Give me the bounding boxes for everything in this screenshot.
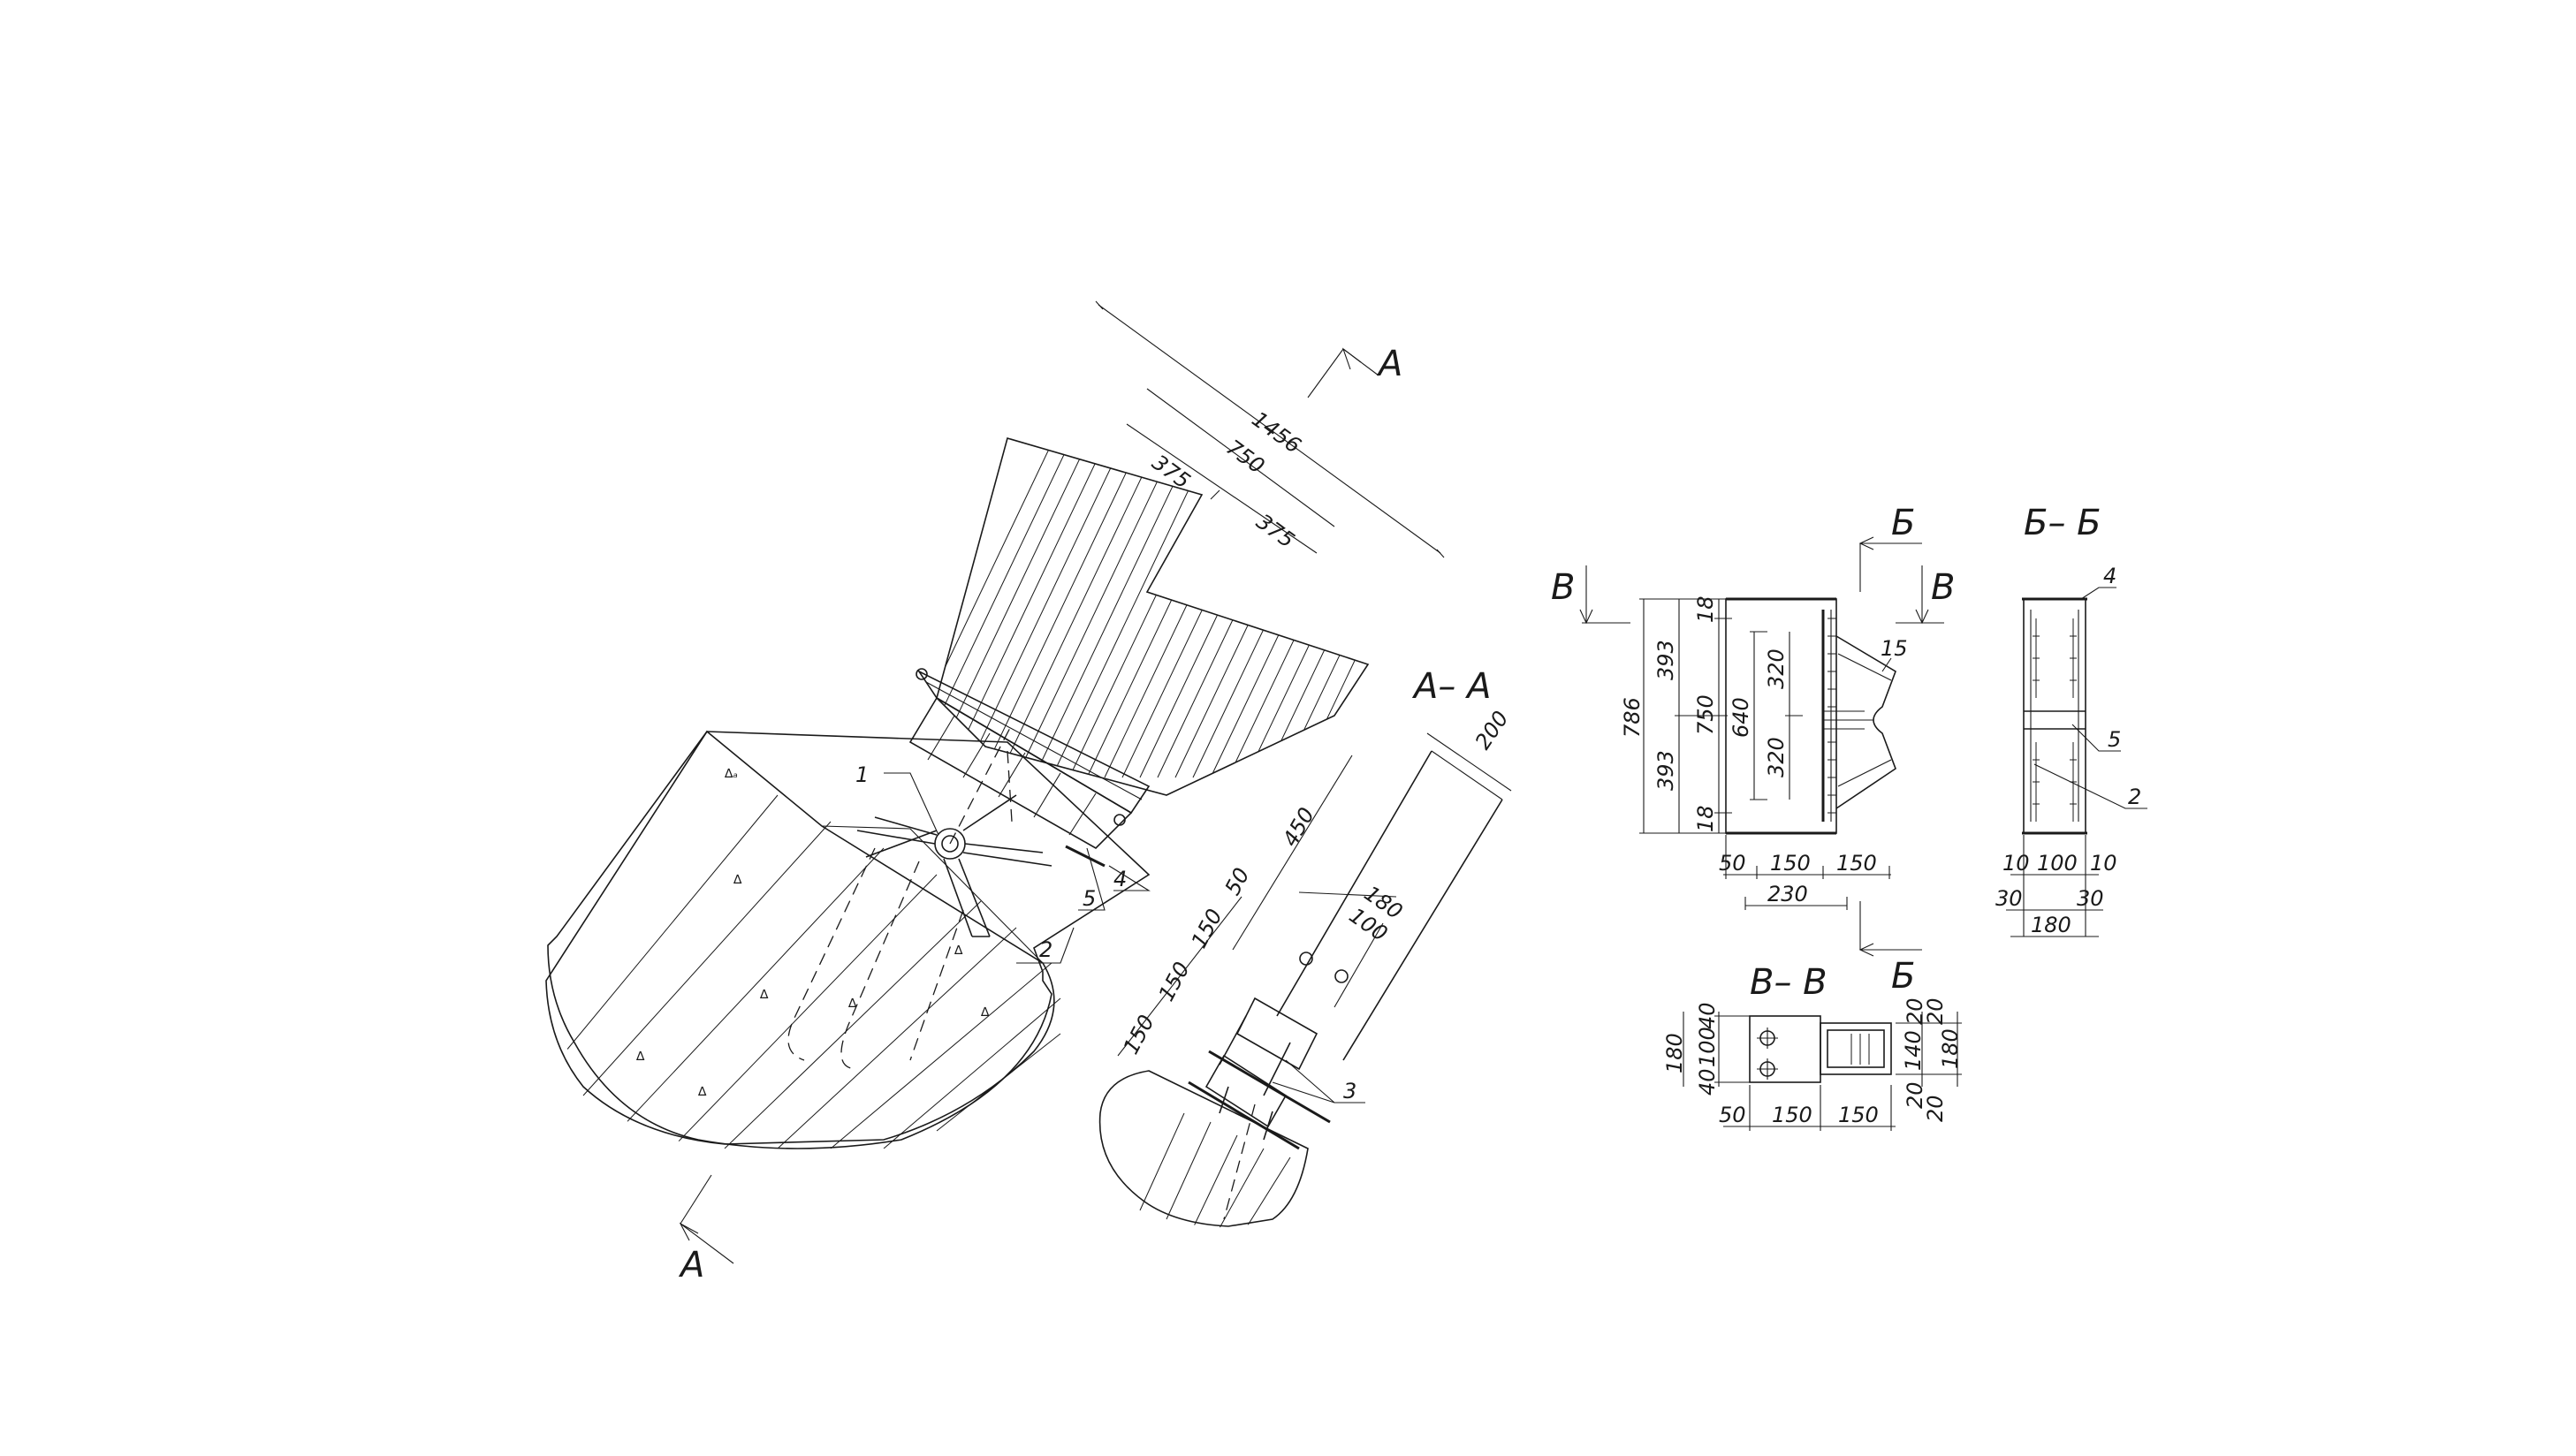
section-cut-a: A A [678,344,1402,1285]
hinge-node [856,724,1052,937]
vv-dim-40-top: 40 [1695,1002,1720,1029]
section-v-left-label: В [1551,567,1575,608]
aa-dim-450: 450 [1278,803,1319,851]
callout-4: 4 [1113,867,1127,891]
plan-dimensions: 1456 750 375 375 [1095,300,1445,558]
front-dim-18-top: 18 [1693,595,1718,623]
bb-callout-5: 5 [2108,727,2121,752]
front-dim-786: 786 [1620,697,1645,738]
front-dim-150-b: 150 [1836,851,1877,876]
bb-callout-2: 2 [2128,785,2141,809]
aa-base-plates [1188,997,1331,1150]
svg-text:∆: ∆ [980,1005,990,1020]
aa-dim-200: 200 [1470,707,1514,755]
plan-view: ∆ₐ ∆ ∆ ∆ ∆ ∆ ∆ ∆ 1456 750 375 375 [545,300,1445,1285]
hatched-plate [936,437,1370,796]
svg-text:∆: ∆ [697,1085,707,1099]
vv-dim-50: 50 [1719,1103,1746,1127]
bb-dim-100: 100 [2037,851,2078,876]
callout-1: 1 [855,762,869,787]
front-horizontal-dims: 50 150 150 230 [1719,835,1891,910]
vv-dim-150-a: 150 [1772,1103,1812,1127]
bb-dim-10-left: 10 [2002,851,2030,876]
front-dim-230: 230 [1767,882,1808,906]
vv-dim-20-a: 20 [1903,997,1927,1025]
vv-dim-20-c: 20 [1903,1081,1927,1109]
callout-5: 5 [1083,886,1096,911]
bb-dim-30-right: 30 [2077,886,2104,911]
section-b-bottom-label: Б [1891,956,1915,997]
front-dim-15: 15 [1881,636,1908,661]
bb-dim-30-left: 30 [1995,886,2023,911]
section-aa: A– A 200 450 180 100 50 150 150 150 [1098,666,1514,1228]
vv-dim-180-right: 180 [1938,1028,1963,1069]
svg-text:∆: ∆ [847,997,857,1011]
front-dim-150-a: 150 [1770,851,1811,876]
front-dim-393-bottom: 393 [1653,750,1678,791]
section-bb: Б– Б 4 5 2 [1995,503,2147,937]
concrete-block: ∆ₐ ∆ ∆ ∆ ∆ ∆ ∆ ∆ [545,730,1151,1149]
section-v-right-label: В [1931,567,1955,608]
section-b-top-label: Б [1891,503,1915,543]
section-aa-title: A– A [1411,666,1491,707]
front-dim-640: 640 [1729,697,1753,738]
section-vv-title: В– В [1750,962,1828,1003]
svg-text:∆: ∆ [759,988,769,1002]
plan-callouts: 1 2 4 5 [855,762,1151,964]
front-dim-393-top: 393 [1653,640,1678,680]
bb-dim-10-right: 10 [2090,851,2117,876]
aa-dim-150-c: 150 [1119,1011,1159,1058]
svg-text:∆: ∆ [954,944,963,958]
front-dim-50: 50 [1719,851,1746,876]
front-dim-18-bottom: 18 [1693,805,1718,832]
bb-dim-180: 180 [2031,913,2071,937]
front-vertical-dims: 786 393 393 18 18 750 640 320 320 [1620,595,1803,834]
front-dim-750: 750 [1693,694,1718,735]
svg-text:∆: ∆ [635,1050,645,1064]
section-bb-title: Б– Б [2024,503,2101,543]
bb-callout-4: 4 [2103,564,2116,588]
bracket-box [908,668,1151,868]
section-a-bottom-label: A [678,1245,704,1285]
section-a-top-label: A [1376,344,1402,384]
front-dim-320-bottom: 320 [1764,737,1789,777]
aa-concrete-stub [1098,1070,1309,1228]
vv-dim-180-left: 180 [1662,1033,1687,1073]
vv-dim-20-b: 20 [1923,997,1948,1025]
detail-front: 15 786 393 393 [1551,503,1955,997]
callout-2: 2 [1039,937,1052,962]
dim-750: 750 [1221,435,1269,479]
svg-text:∆ₐ: ∆ₐ [724,767,738,781]
vv-dim-140: 140 [1901,1030,1926,1071]
vv-dim-100: 100 [1695,1027,1720,1067]
dim-375-right: 375 [1251,509,1299,553]
front-section-marks: Б Б В В [1551,503,1955,997]
aa-dim-50: 50 [1220,864,1255,899]
aa-callout-3: 3 [1343,1079,1356,1103]
svg-text:∆: ∆ [733,873,742,887]
aa-dim-150-a: 150 [1187,905,1227,952]
front-dim-320-top: 320 [1764,648,1789,689]
section-vv: В– В 180 40 100 40 50 150 150 [1662,962,1963,1131]
vv-dim-40-bottom: 40 [1695,1068,1720,1096]
vv-dim-150-b: 150 [1838,1103,1879,1127]
vv-dim-20-d: 20 [1923,1095,1948,1122]
